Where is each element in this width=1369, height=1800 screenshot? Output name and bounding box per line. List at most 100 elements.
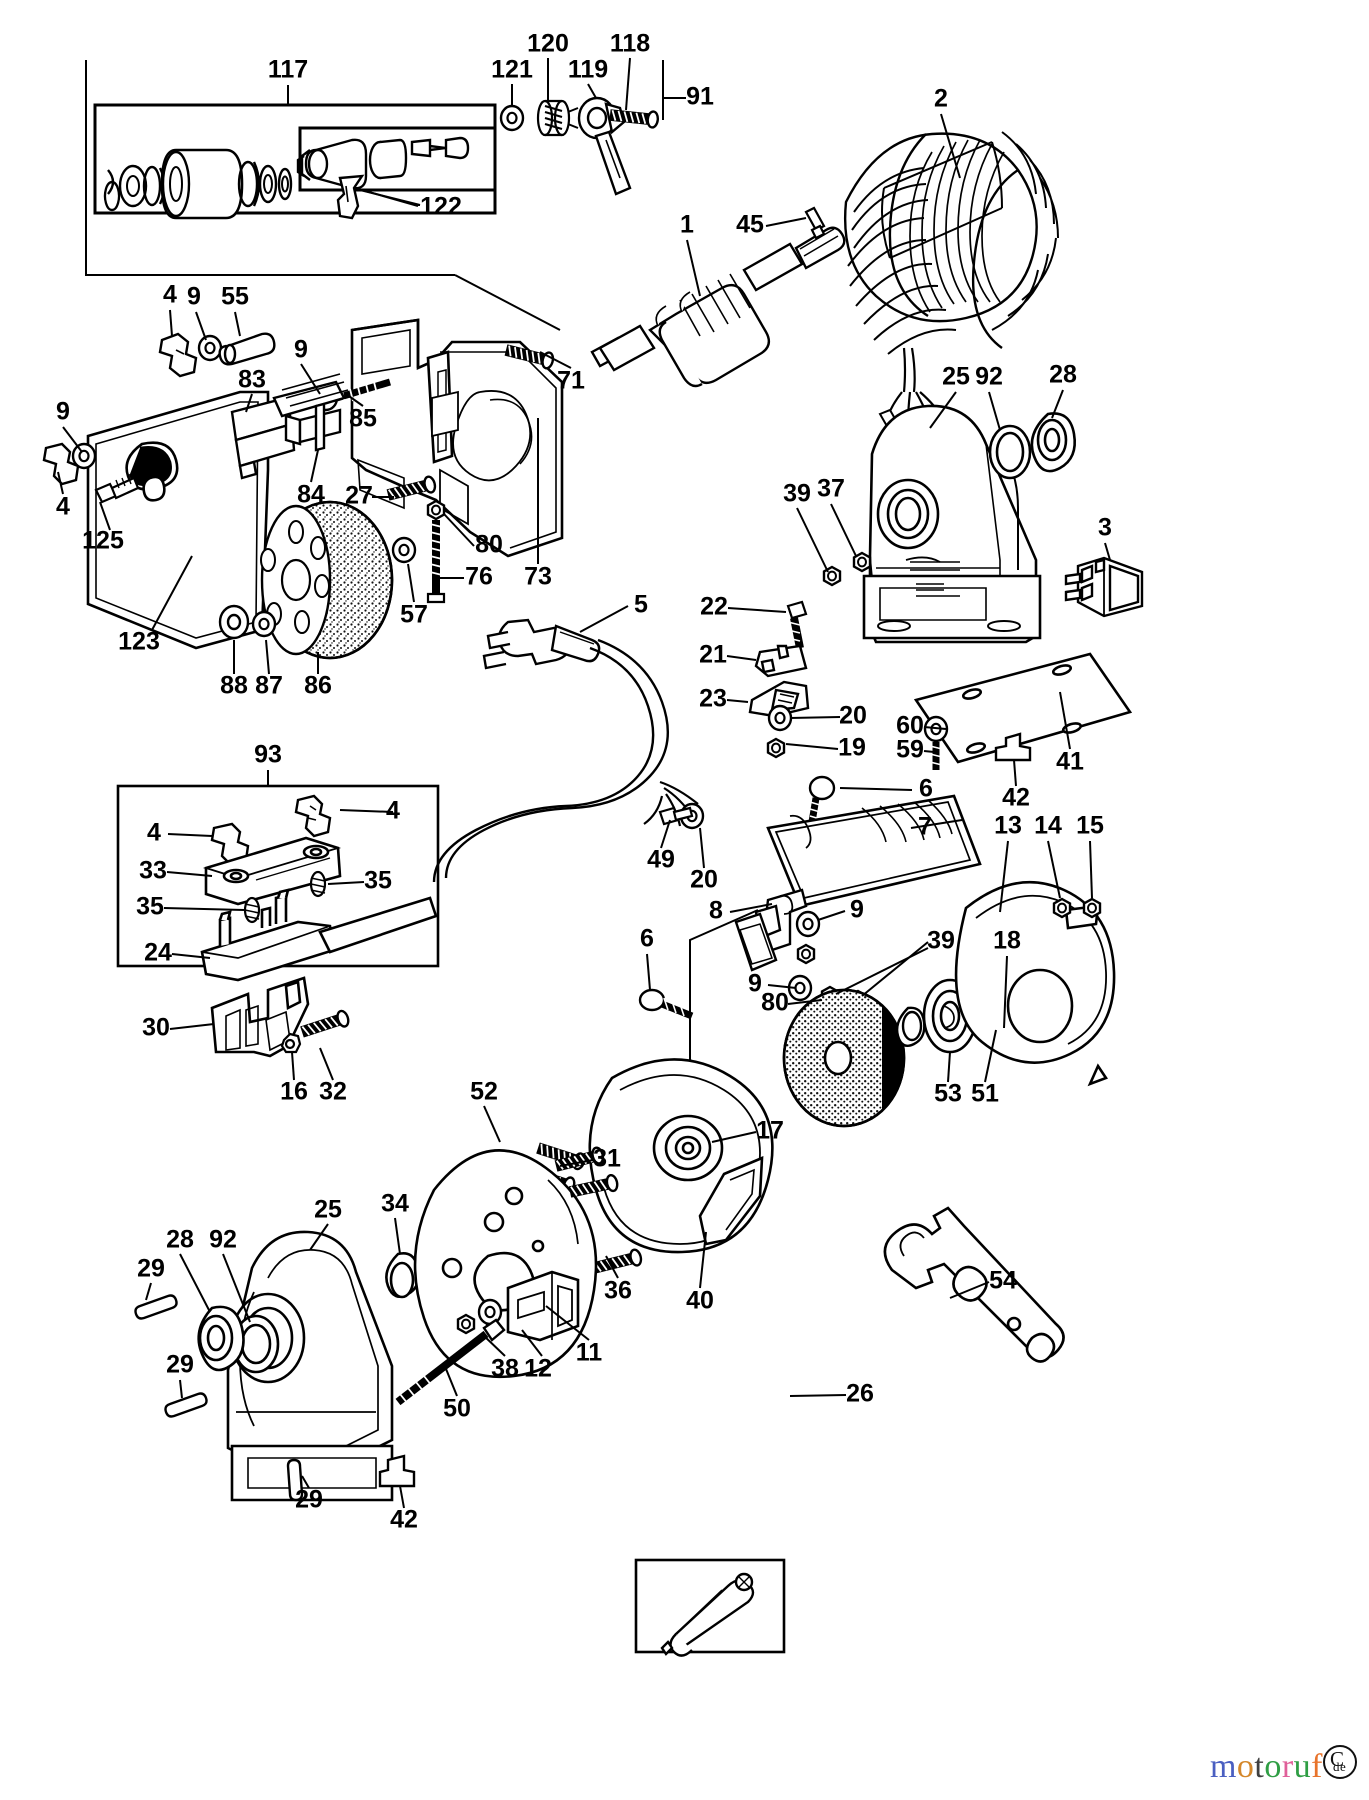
svg-text:7: 7: [918, 813, 932, 841]
part-20-washer-b: [767, 704, 793, 732]
svg-text:5: 5: [634, 591, 648, 619]
svg-text:30: 30: [142, 1014, 170, 1042]
watermark-letter: o: [1236, 1748, 1255, 1785]
part-25-motor-housing-lower: [226, 1230, 394, 1502]
svg-text:45: 45: [736, 211, 764, 239]
svg-text:92: 92: [209, 1226, 237, 1254]
svg-text:91: 91: [686, 83, 714, 111]
svg-text:16: 16: [280, 1078, 308, 1106]
svg-text:84: 84: [297, 481, 325, 509]
part-4-wing-knob-c: [294, 794, 332, 838]
svg-text:59: 59: [896, 736, 924, 764]
part-33-tool-rest-plate: [202, 836, 342, 906]
part-14-lock-nut: [1052, 897, 1072, 919]
part-41-base-plate: [913, 652, 1133, 764]
svg-text:28: 28: [166, 1226, 194, 1254]
part-76-long-screw: [426, 520, 446, 604]
svg-text:38: 38: [491, 1355, 519, 1383]
svg-text:1: 1: [680, 211, 694, 239]
svg-text:13: 13: [994, 812, 1022, 840]
group-26-box: [634, 1558, 786, 1654]
part-3-rocker-switch: [1064, 556, 1144, 618]
part-122-chuck-holder: [296, 136, 470, 220]
svg-text:15: 15: [1076, 812, 1104, 840]
part-22-screw: [786, 600, 808, 649]
watermark-letters: motoruf: [1210, 1748, 1323, 1786]
svg-text:87: 87: [255, 672, 283, 700]
part-42-rubber-foot-a: [994, 732, 1032, 762]
svg-text:31: 31: [593, 1145, 621, 1173]
svg-text:73: 73: [524, 563, 552, 591]
svg-text:8: 8: [709, 897, 723, 925]
part-24-tool-rest-bar: [200, 888, 438, 982]
part-2-field-stator: [844, 131, 1059, 355]
part-49-screw: [658, 806, 694, 826]
svg-text:11: 11: [576, 1339, 603, 1367]
part-9-washer-a: [197, 334, 223, 362]
svg-text:17: 17: [756, 1117, 784, 1145]
svg-text:12: 12: [524, 1355, 552, 1383]
svg-text:42: 42: [1002, 784, 1030, 812]
watermark-badge-main: C: [1330, 1747, 1345, 1771]
svg-text:118: 118: [610, 30, 650, 58]
svg-text:9: 9: [748, 970, 762, 998]
part-9-washer-shield-a: [795, 910, 821, 938]
svg-text:42: 42: [390, 1506, 418, 1534]
svg-text:26: 26: [846, 1380, 874, 1408]
svg-text:18: 18: [993, 927, 1021, 955]
part-120-spring: [536, 99, 579, 137]
svg-text:20: 20: [690, 866, 718, 894]
part-15-nut: [1082, 897, 1102, 919]
svg-text:54: 54: [989, 1267, 1017, 1295]
part-18-spacer-bush: [895, 1006, 926, 1047]
svg-text:21: 21: [699, 641, 727, 669]
svg-text:35: 35: [136, 893, 164, 921]
part-16-lock-washer: [280, 1032, 302, 1054]
watermark-letter: m: [1209, 1748, 1237, 1785]
part-29-pin-b: [164, 1392, 208, 1418]
part-125-bolt: [94, 475, 140, 504]
svg-text:6: 6: [919, 775, 933, 803]
svg-text:25: 25: [314, 1196, 342, 1224]
watermark-letter: f: [1311, 1748, 1323, 1785]
svg-text:9: 9: [294, 336, 308, 364]
svg-text:93: 93: [254, 741, 282, 769]
part-54-spanner-wrench: [883, 1206, 1065, 1363]
watermark-letter: o: [1264, 1748, 1282, 1785]
part-35-set-screw-a: [309, 870, 327, 898]
svg-text:9: 9: [187, 283, 201, 311]
part-80-nut-a: [426, 499, 446, 521]
svg-text:4: 4: [147, 819, 161, 847]
svg-text:9: 9: [850, 896, 864, 924]
svg-text:92: 92: [975, 363, 1003, 391]
svg-text:53: 53: [934, 1080, 962, 1108]
svg-text:29: 29: [137, 1255, 165, 1283]
svg-text:60: 60: [896, 712, 924, 740]
svg-text:49: 49: [647, 846, 675, 874]
svg-text:35: 35: [364, 867, 392, 895]
svg-text:117: 117: [268, 56, 308, 84]
svg-text:40: 40: [686, 1287, 714, 1315]
svg-text:57: 57: [400, 601, 428, 629]
part-45-key: [804, 206, 826, 240]
svg-text:34: 34: [381, 1190, 409, 1218]
part-4-wing-knob-b: [42, 442, 80, 486]
part-34-bush: [385, 1252, 421, 1299]
part-35-set-screw-b: [243, 896, 261, 924]
part-73-belt-housing: [350, 318, 564, 558]
part-87-washer: [251, 610, 277, 638]
svg-text:41: 41: [1056, 748, 1084, 776]
part-19-nut: [766, 737, 786, 759]
watermark-badge-sub: de: [1333, 1759, 1347, 1774]
part-88-bearing: [218, 604, 250, 640]
svg-text:88: 88: [220, 672, 248, 700]
svg-text:25: 25: [942, 363, 970, 391]
svg-text:9: 9: [56, 398, 70, 426]
svg-text:19: 19: [838, 734, 866, 762]
svg-text:119: 119: [568, 56, 608, 84]
svg-text:39: 39: [783, 480, 811, 508]
svg-text:39: 39: [927, 927, 955, 955]
svg-text:50: 50: [443, 1395, 471, 1423]
leader-lines: [57, 57, 1111, 1509]
svg-text:2: 2: [934, 85, 948, 113]
